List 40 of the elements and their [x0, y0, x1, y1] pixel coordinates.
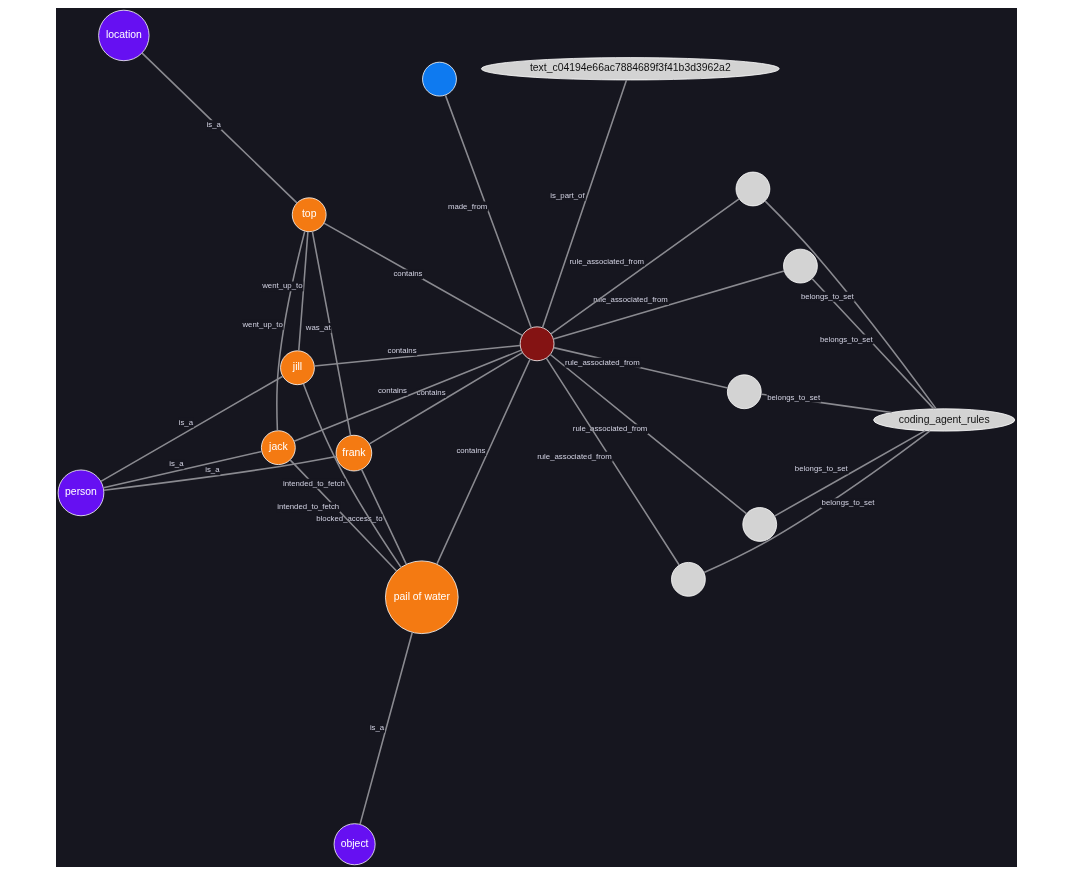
node-circle [742, 507, 778, 542]
connector [100, 375, 284, 483]
connector [311, 230, 352, 437]
node-circle: pail of water [385, 560, 459, 634]
connector [293, 349, 523, 443]
node-circle: jack [261, 430, 296, 465]
connector [436, 358, 531, 565]
connector [298, 231, 309, 352]
node-ellipse: text_c04194e66ac7884689f3f41b3d3962a2 [480, 57, 780, 81]
node-circle [727, 374, 762, 410]
node-circle [783, 248, 818, 284]
connector [323, 222, 524, 337]
connector [552, 270, 785, 340]
node-circle: jill [280, 350, 315, 386]
connector [302, 383, 402, 569]
node-circle [671, 562, 706, 597]
connector [360, 468, 407, 565]
node-circle: location [98, 9, 150, 62]
connector [141, 52, 298, 204]
connector [552, 346, 729, 389]
node-circle [422, 61, 457, 97]
connector [811, 277, 935, 410]
connector [276, 230, 306, 432]
connector [541, 79, 628, 329]
connector [103, 455, 338, 491]
node-circle [735, 171, 771, 207]
connector [359, 631, 413, 826]
node-circle: top [291, 197, 327, 233]
connector [550, 198, 740, 335]
node-circle [519, 326, 555, 362]
connector [549, 353, 748, 515]
connector [368, 351, 524, 445]
connector [703, 430, 931, 574]
node-circle: object [333, 823, 376, 866]
connector [102, 450, 263, 489]
connector [773, 429, 927, 517]
node-circle: person [57, 469, 105, 517]
node-circle: frank [335, 434, 373, 472]
connector [289, 459, 398, 572]
node-ellipse: coding_agent_rules [873, 408, 1016, 432]
